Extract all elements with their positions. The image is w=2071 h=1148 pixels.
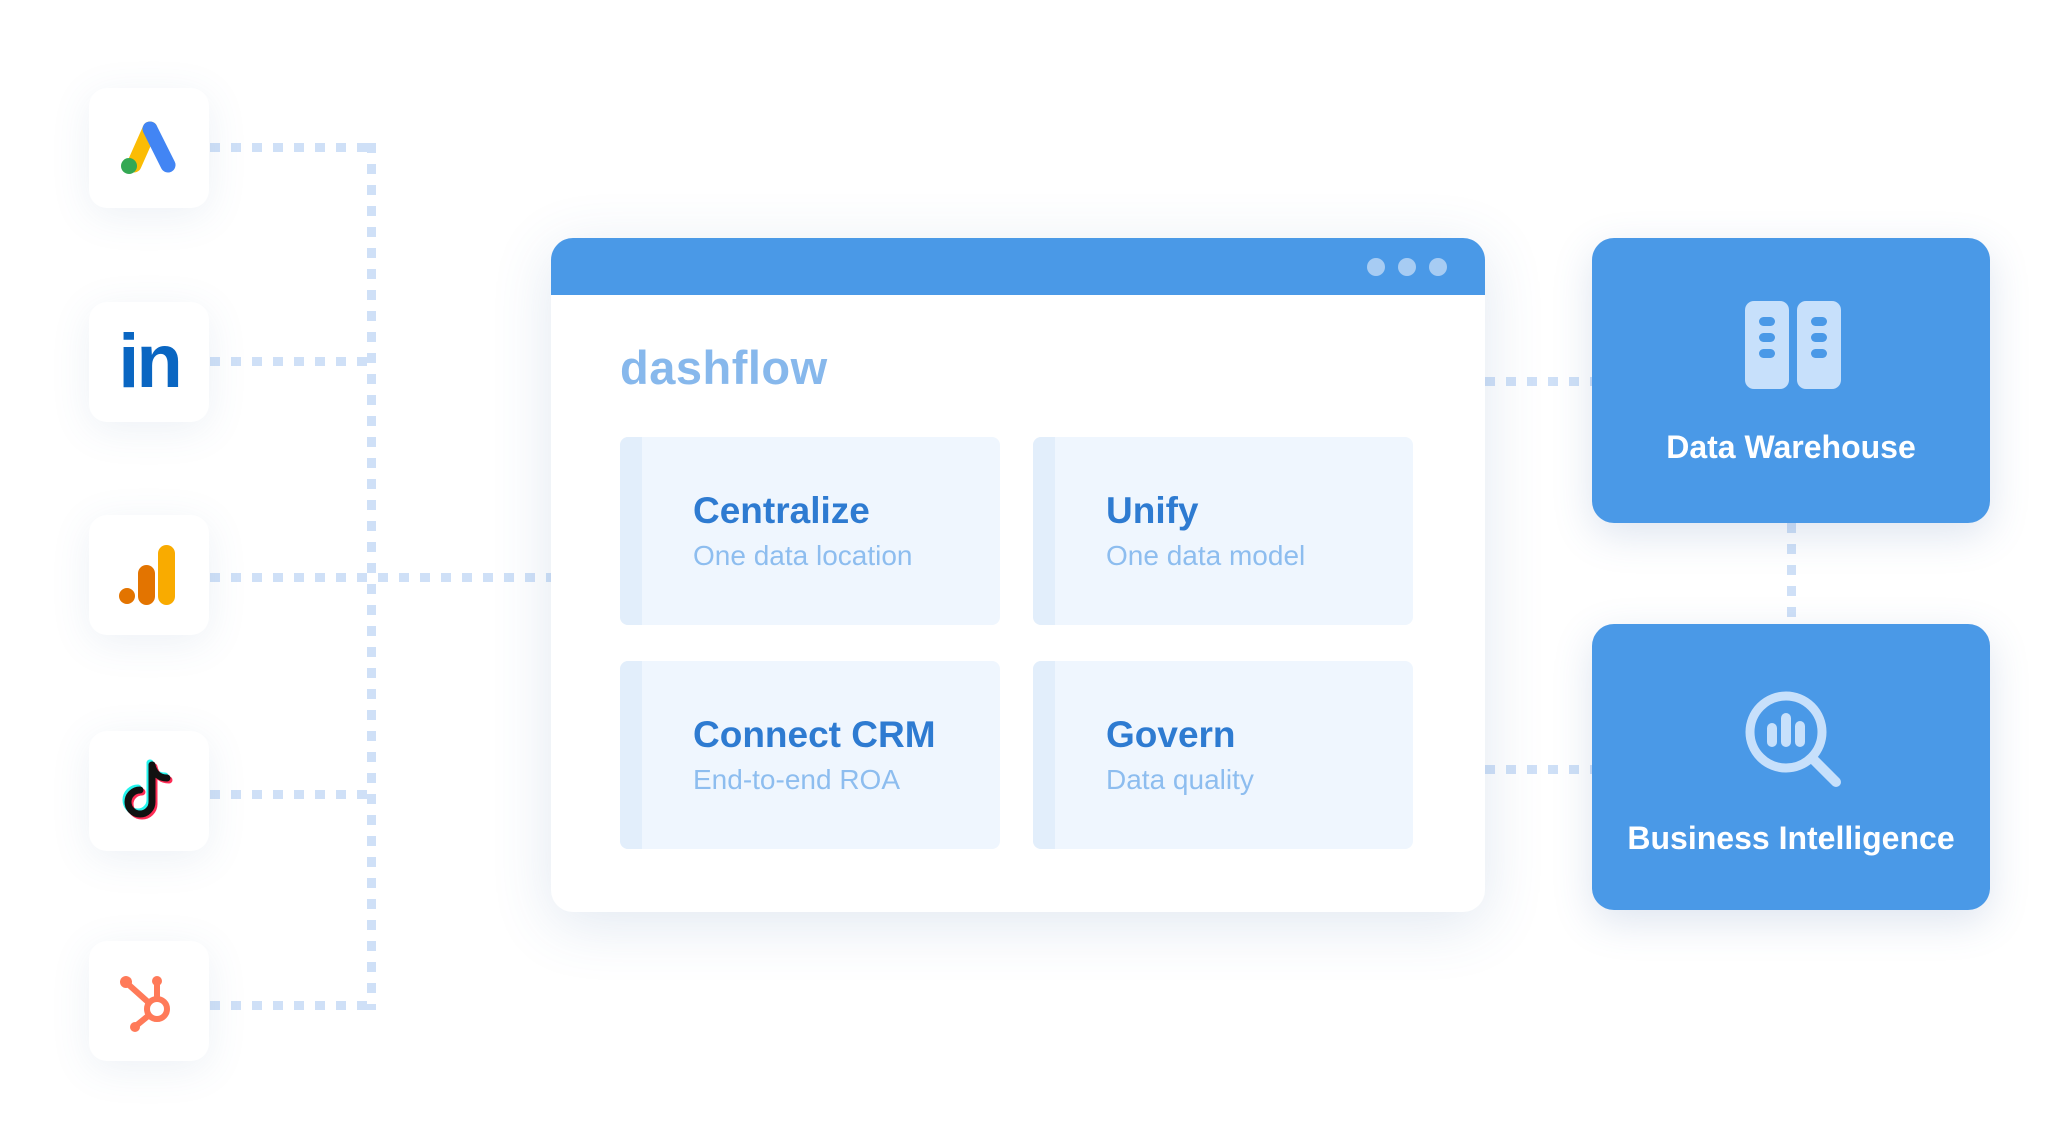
connector-linkedin [210,357,372,366]
source-linkedin: in [89,302,209,422]
window-dot [1398,258,1416,276]
card-title: Unify [1106,490,1199,531]
google-ads-icon [121,121,176,174]
window-titlebar [551,238,1485,295]
analytics-search-icon [1745,691,1841,787]
card-title: Govern [1106,714,1236,755]
tiktok-icon [122,759,173,820]
card-subtitle: Data quality [1106,764,1254,795]
connector-google-analytics [210,573,551,582]
card-title: Centralize [693,490,870,531]
connector-tiktok [210,790,372,799]
feature-card-govern: Govern Data quality [1033,661,1413,849]
connector-to-bi [1485,765,1592,774]
destination-label: Business Intelligence [1627,820,1955,856]
linkedin-icon: in [118,319,183,404]
connector-warehouse-bi [1787,523,1796,624]
brand-name: dashflow [620,341,828,394]
source-google-analytics [89,515,209,635]
destination-business-intelligence: Business Intelligence [1592,624,1990,910]
connector-google-ads [210,143,372,152]
source-google-ads [89,88,209,208]
feature-card-connect-crm: Connect CRM End-to-end ROA [620,661,1000,849]
app-window: dashflow Centralize One data location Un… [551,238,1485,912]
card-title: Connect CRM [693,714,936,755]
destination-data-warehouse: Data Warehouse [1592,238,1990,523]
connector-hubspot [210,1001,372,1010]
window-dot [1429,258,1447,276]
card-subtitle: End-to-end ROA [693,764,900,795]
source-hubspot [89,941,209,1061]
destination-label: Data Warehouse [1666,429,1916,465]
feature-card-centralize: Centralize One data location [620,437,1000,625]
server-icon [1745,301,1841,389]
card-subtitle: One data model [1106,540,1306,571]
source-tiktok [89,731,209,851]
connector-to-warehouse [1485,377,1592,386]
card-subtitle: One data location [693,540,913,571]
google-analytics-icon [119,545,175,605]
feature-card-unify: Unify One data model [1033,437,1413,625]
connector-trunk [367,143,376,1010]
window-dot [1367,258,1385,276]
hubspot-icon [120,976,170,1032]
